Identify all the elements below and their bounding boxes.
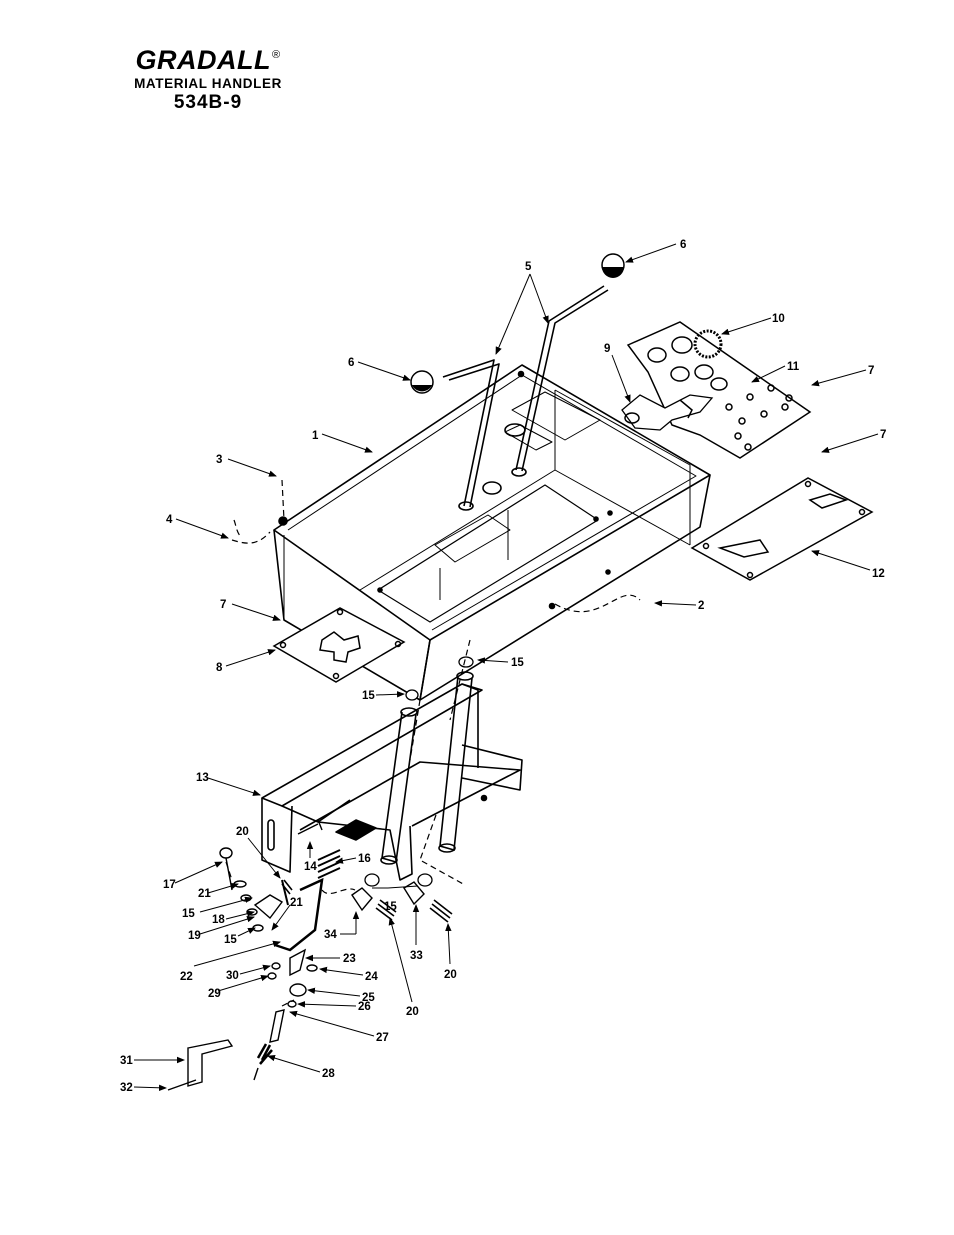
callout-31: 31 bbox=[120, 1055, 133, 1067]
assembly-centerlines bbox=[225, 479, 641, 1007]
callout-29: 29 bbox=[208, 988, 221, 1000]
callout-6-right: 6 bbox=[680, 239, 686, 251]
callout-22: 22 bbox=[180, 971, 193, 983]
callout-9: 9 bbox=[604, 343, 610, 355]
callout-1: 1 bbox=[312, 430, 319, 442]
switch-plate bbox=[621, 321, 812, 459]
callout-30: 30 bbox=[226, 970, 239, 982]
callout-6-left: 6 bbox=[348, 357, 354, 369]
callout-17: 17 bbox=[163, 879, 176, 891]
callout-20-right: 20 bbox=[444, 969, 457, 981]
callout-leaders bbox=[133, 243, 879, 1091]
callout-10: 10 bbox=[772, 313, 785, 325]
callout-14: 14 bbox=[304, 861, 317, 873]
callout-18: 18 bbox=[212, 914, 225, 926]
callout-8: 8 bbox=[216, 662, 223, 674]
callout-15-d: 15 bbox=[224, 934, 237, 946]
callout-2: 2 bbox=[698, 600, 704, 612]
callout-23: 23 bbox=[343, 953, 356, 965]
mounting-bracket bbox=[261, 683, 523, 881]
callout-15-c: 15 bbox=[182, 908, 195, 920]
registered-mark: ® bbox=[271, 49, 281, 61]
callout-7-top: 7 bbox=[868, 365, 874, 377]
brand-logo: GRADALL® bbox=[108, 40, 308, 75]
callout-19: 19 bbox=[188, 930, 201, 942]
callout-28: 28 bbox=[322, 1068, 335, 1080]
callout-32: 32 bbox=[120, 1082, 133, 1094]
callout-21-top: 21 bbox=[198, 888, 211, 900]
callout-labels: 1 2 3 4 5 6 6 7 7 7 8 9 10 11 12 13 14 1… bbox=[120, 239, 886, 1094]
callout-26: 26 bbox=[358, 1001, 371, 1013]
bushings bbox=[364, 656, 474, 887]
lever-knob-left bbox=[410, 370, 434, 394]
lever-knob-right bbox=[601, 253, 625, 278]
callout-24: 24 bbox=[365, 971, 378, 983]
callout-4: 4 bbox=[166, 514, 173, 526]
cover-plate-left bbox=[272, 607, 406, 683]
pedestal-tubes bbox=[380, 671, 474, 865]
model-number: 534B-9 bbox=[173, 92, 243, 113]
callout-20-mid: 20 bbox=[406, 1006, 419, 1018]
callout-5: 5 bbox=[525, 261, 532, 273]
control-levers bbox=[442, 285, 609, 511]
cover-plate-right bbox=[690, 477, 874, 581]
callout-12: 12 bbox=[872, 568, 885, 580]
brand-name: GRADALL bbox=[135, 45, 271, 75]
callout-16: 16 bbox=[358, 853, 371, 865]
linkage-hardware bbox=[167, 819, 453, 1091]
callout-25: 25 bbox=[362, 992, 375, 1004]
callout-15-a: 15 bbox=[511, 657, 524, 669]
callout-7-mid: 7 bbox=[880, 429, 886, 441]
document-subtitle: MATERIAL HANDLER bbox=[134, 76, 282, 91]
callout-15-e: 15 bbox=[384, 901, 397, 913]
callout-21-mid: 21 bbox=[290, 897, 303, 909]
callout-33: 33 bbox=[410, 950, 423, 962]
callout-13: 13 bbox=[196, 772, 209, 784]
callout-11: 11 bbox=[787, 361, 800, 373]
document-header: GRADALL® MATERIAL HANDLER 534B-9 bbox=[108, 40, 308, 114]
callout-34: 34 bbox=[324, 929, 337, 941]
callout-27: 27 bbox=[376, 1032, 389, 1044]
callout-20-top: 20 bbox=[236, 826, 249, 838]
callout-7-left: 7 bbox=[220, 599, 226, 611]
callout-3: 3 bbox=[216, 454, 222, 466]
callout-15-b: 15 bbox=[362, 690, 375, 702]
